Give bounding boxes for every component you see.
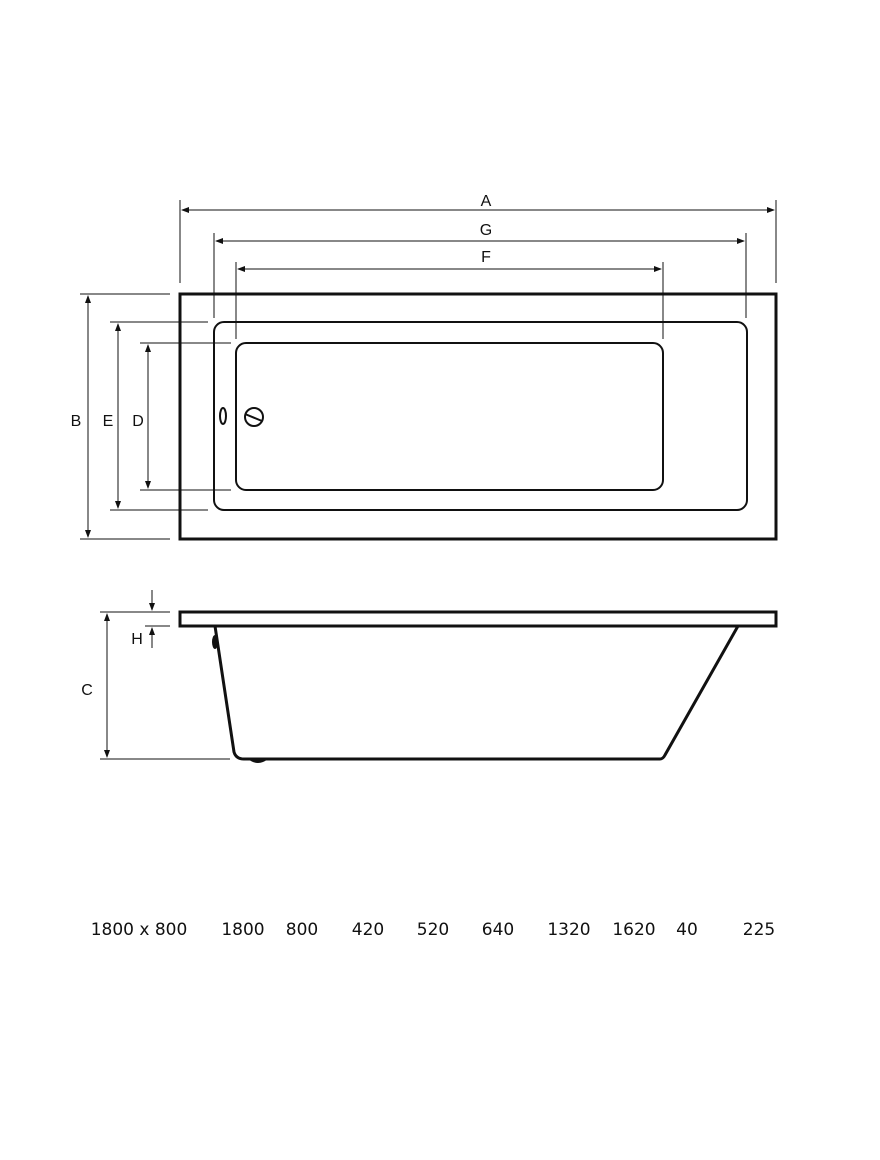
- label-g: G: [480, 222, 492, 239]
- dim-c-value: 420: [352, 920, 384, 940]
- side-rim: [178, 610, 778, 628]
- dimension-a: A: [179, 193, 777, 283]
- label-a: A: [481, 193, 492, 210]
- dimension-b: B: [71, 293, 170, 540]
- dimension-h: H: [100, 590, 170, 648]
- dimensions-row: 1800 x 800 1800 800 420 520 640 1320 162…: [91, 920, 776, 940]
- label-f: F: [481, 249, 491, 266]
- waste-icon: [244, 407, 264, 427]
- dim-b-value: 800: [286, 920, 318, 940]
- dim-h-value: 40: [676, 920, 698, 940]
- dimension-f: F: [235, 249, 664, 339]
- dimension-g: G: [213, 222, 747, 318]
- dim-f-value: 1320: [547, 920, 590, 940]
- dim-model: 1800 x 800: [91, 920, 188, 940]
- label-c: C: [81, 682, 93, 699]
- dim-a-value: 1800: [221, 920, 264, 940]
- dimension-c: C: [81, 613, 230, 760]
- label-b: B: [71, 413, 82, 430]
- label-e: E: [103, 413, 114, 430]
- basin-edge: [213, 321, 748, 511]
- dim-g-value: 1620: [612, 920, 655, 940]
- dim-d-value: 520: [417, 920, 449, 940]
- dim-extra-value: 225: [743, 920, 775, 940]
- label-d: D: [132, 413, 144, 430]
- side-body: [213, 625, 740, 761]
- dimension-e: E: [103, 321, 208, 511]
- label-h: H: [131, 631, 143, 648]
- dimension-d: D: [132, 342, 231, 491]
- overflow-icon: [219, 407, 227, 425]
- side-view: H C: [81, 590, 778, 763]
- basin-floor: [235, 342, 664, 491]
- outer-rim: [178, 292, 778, 541]
- side-waste-icon: [248, 759, 268, 763]
- plan-view: A G F B E: [71, 193, 778, 541]
- side-overflow-icon: [212, 635, 218, 649]
- dim-e-value: 640: [482, 920, 514, 940]
